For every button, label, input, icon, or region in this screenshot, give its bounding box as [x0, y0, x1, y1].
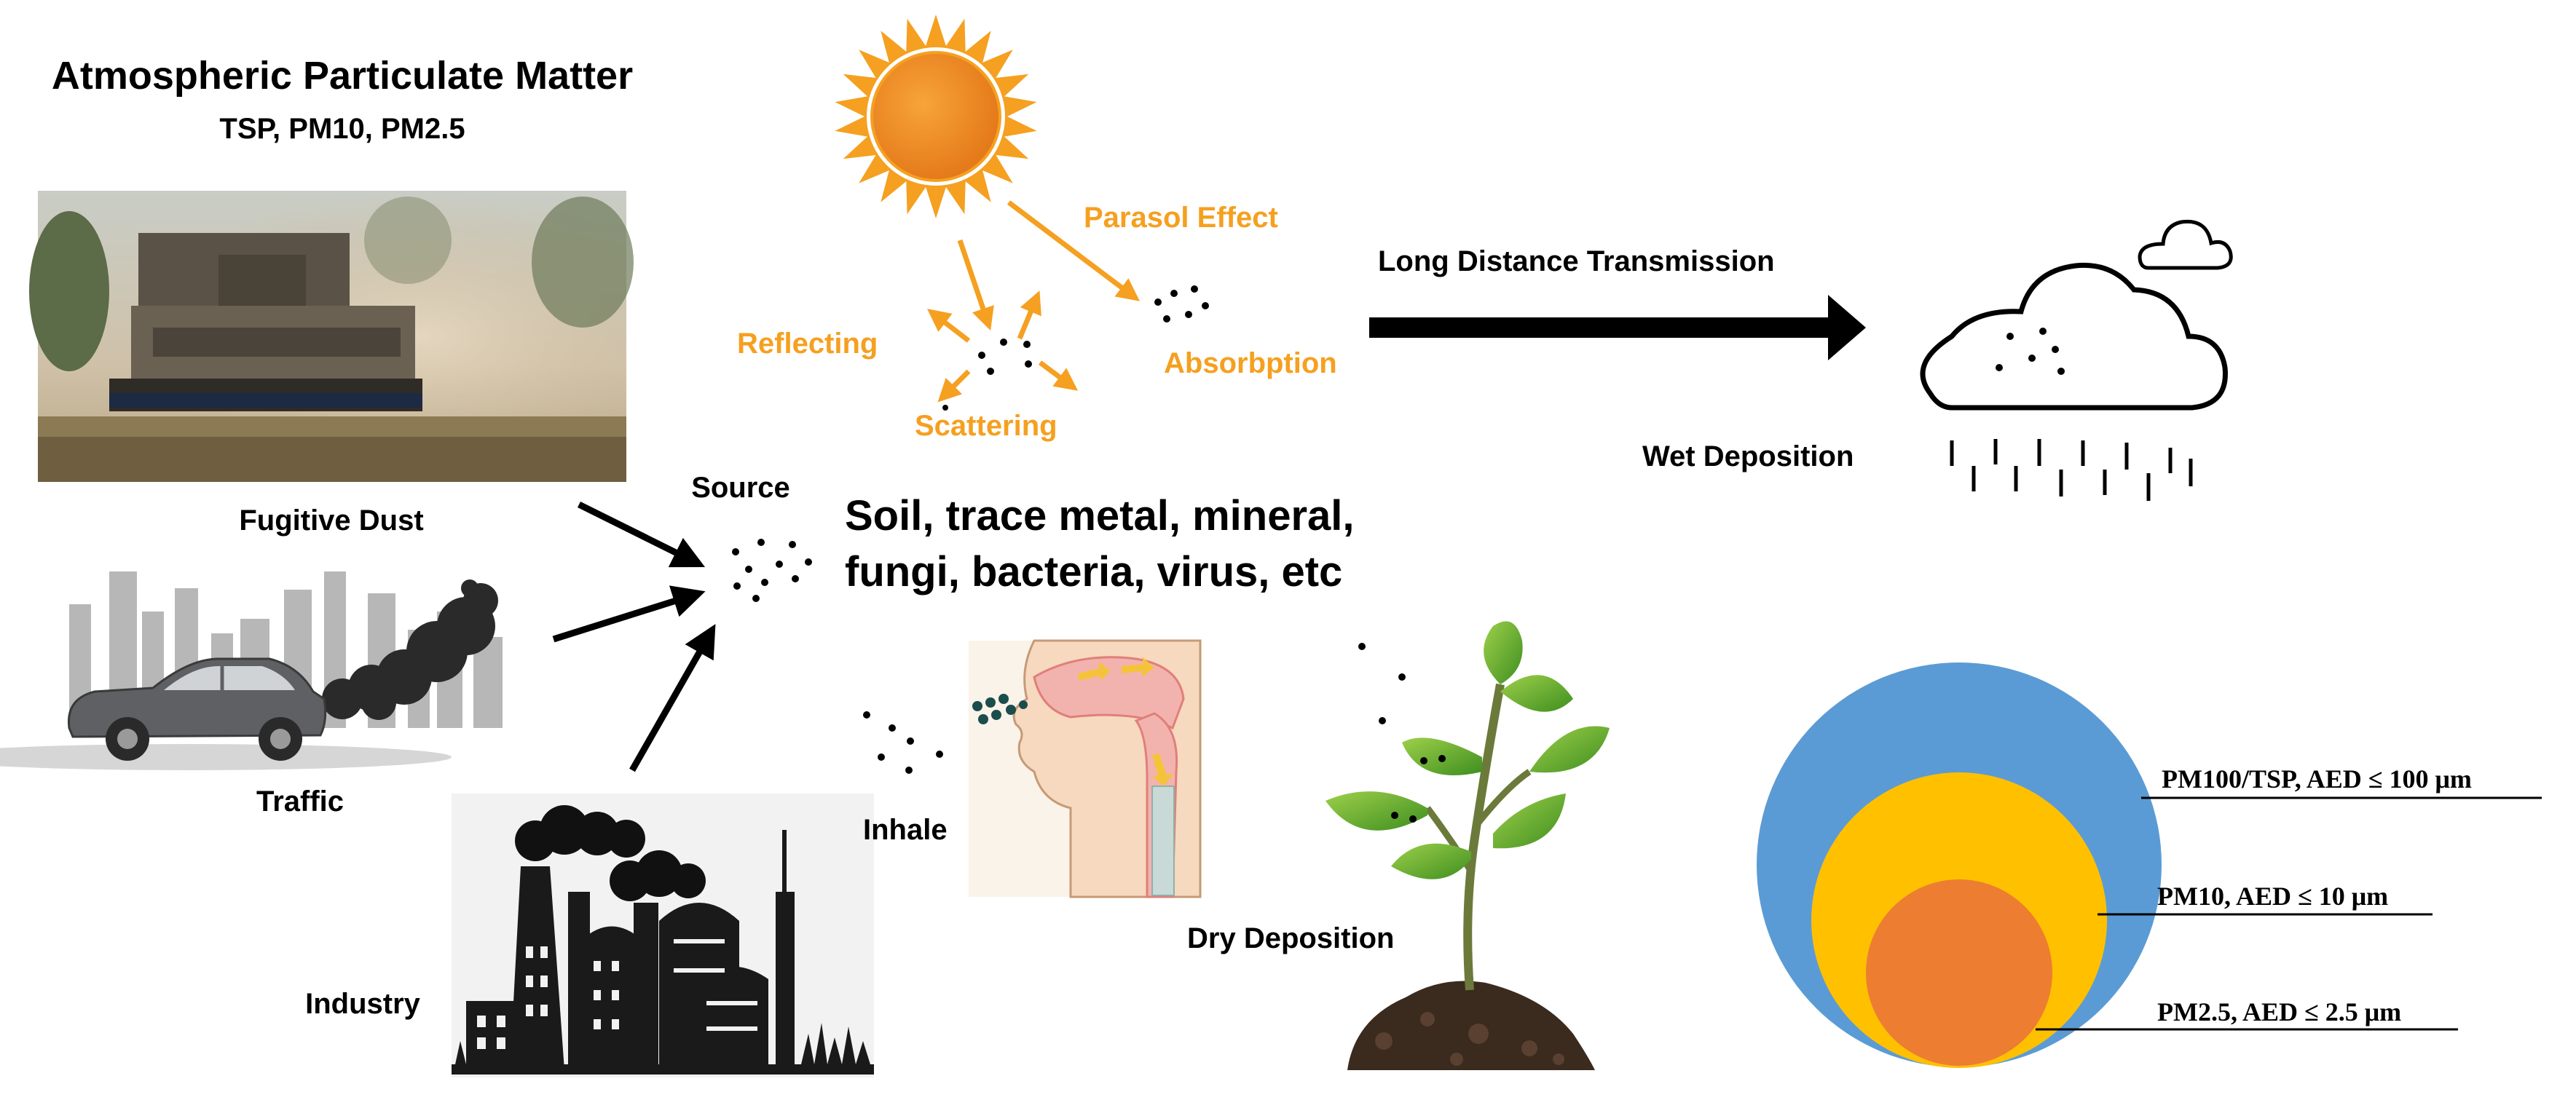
sun-icon [835, 15, 1037, 218]
source-particles [732, 539, 812, 602]
inhale-particles [863, 711, 943, 774]
source-label: Source [691, 472, 790, 504]
parasol-effect-label: Parasol Effect [1084, 202, 1278, 234]
arrow-from-fugitive-dust [577, 501, 706, 568]
arrow-incoming-1 [957, 239, 994, 331]
small-cloud-icon [2138, 219, 2233, 270]
arrow-scatter-down-left [937, 369, 971, 403]
absorption-particles [1154, 285, 1209, 322]
dry-deposition-particles [1358, 643, 1406, 724]
pm10-label: PM10, AED ≤ 10 μm [2157, 882, 2388, 911]
cloud-particles [1996, 328, 2065, 375]
industry-illustration [452, 794, 874, 1077]
composition-line-2: fungi, bacteria, virus, etc [845, 548, 1342, 595]
long-distance-label: Long Distance Transmission [1378, 245, 1775, 277]
respiratory-illustration [969, 639, 1202, 898]
page-title: Atmospheric Particulate Matter [52, 54, 633, 98]
absorption-label: Absorbption [1164, 347, 1337, 379]
rain-icon [1950, 439, 2193, 501]
fugitive-dust-image [29, 191, 634, 482]
pm100-label: PM100/TSP, AED ≤ 100 μm [2162, 764, 2472, 794]
scattering-label: Scattering [915, 410, 1057, 442]
page-subtitle: TSP, PM10, PM2.5 [219, 113, 465, 145]
composition-line-1: Soil, trace metal, mineral, [845, 492, 1355, 539]
arrow-reflect-up-left [927, 309, 971, 343]
scattering-particles [942, 339, 1032, 411]
pm25-circle [1866, 879, 2052, 1066]
radiation-arrows [927, 200, 1141, 403]
traffic-illustration [0, 571, 503, 770]
arrow-from-traffic [552, 585, 706, 643]
size-class-diagram: PM100/TSP, AED ≤ 100 μm PM10, AED ≤ 10 μ… [1757, 662, 2542, 1068]
fugitive-dust-label: Fugitive Dust [239, 504, 423, 537]
reflecting-label: Reflecting [737, 328, 878, 360]
arrow-scatter-down-right [1038, 360, 1079, 391]
pm25-label: PM2.5, AED ≤ 2.5 μm [2157, 997, 2401, 1026]
wet-deposition-label: Wet Deposition [1642, 440, 1854, 472]
traffic-label: Traffic [256, 786, 344, 818]
arrow-from-industry [629, 624, 716, 772]
cloud-icon [1920, 262, 2228, 411]
arrow-reflect-up-right [1017, 290, 1041, 340]
plant-illustration [1326, 621, 1610, 1070]
source-arrows [552, 501, 716, 772]
inhale-label: Inhale [863, 814, 948, 846]
dry-deposition-label: Dry Deposition [1187, 922, 1394, 954]
long-distance-arrow [1369, 295, 1866, 360]
arrow-incoming-2 [1007, 200, 1141, 301]
industry-label: Industry [305, 988, 421, 1020]
